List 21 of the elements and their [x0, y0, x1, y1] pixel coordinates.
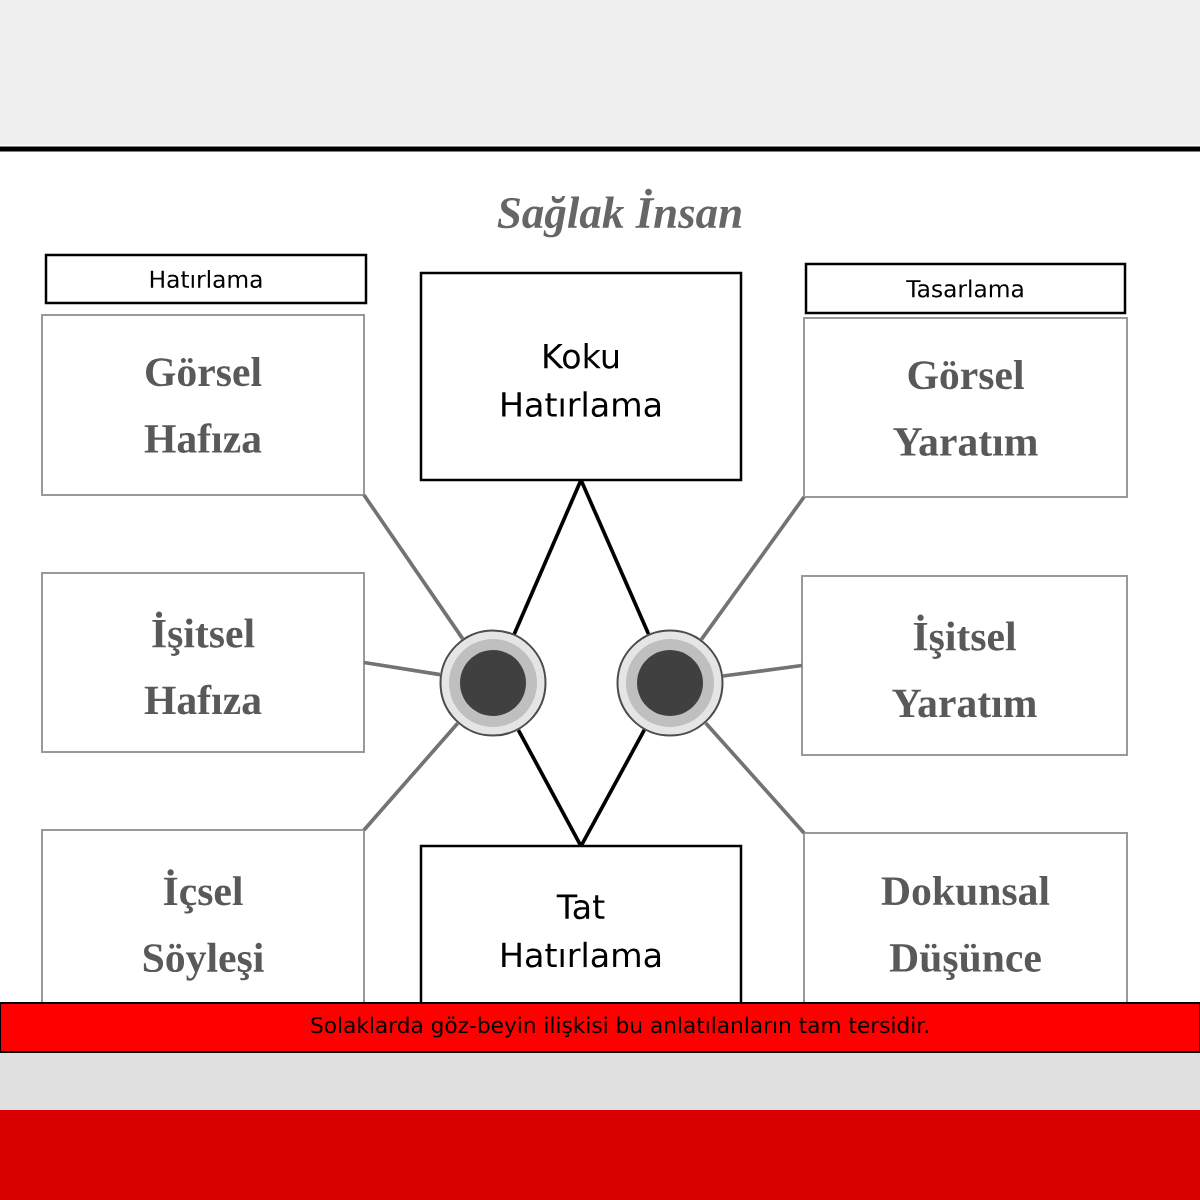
eye-circle — [439, 629, 547, 737]
connector-line — [722, 663, 803, 678]
eye-circle — [616, 629, 724, 737]
label-box: Hatırlama — [44, 253, 368, 305]
connector-line — [512, 479, 583, 635]
label-box: Tasarlama — [804, 262, 1127, 315]
caption-band: Solaklarda göz-beyin ilişkisi bu anlatılanların tam tersidir. — [0, 1002, 1200, 1053]
connector-line — [579, 729, 646, 847]
process-box: Görsel Yaratım — [803, 317, 1128, 498]
process-box: İşitsel Hafıza — [41, 572, 365, 753]
connector-line — [363, 660, 441, 677]
connector-line — [699, 495, 806, 641]
connector-line — [362, 493, 465, 640]
process-box: Koku Hatırlama — [419, 271, 743, 482]
connector-line — [579, 479, 651, 635]
process-box: Görsel Hafıza — [41, 314, 365, 496]
title: Sağlak İnsan — [497, 188, 741, 238]
connector-line — [516, 729, 583, 847]
connector-line — [362, 722, 460, 832]
process-box: İşitsel Yaratım — [801, 575, 1128, 756]
connector-line — [704, 721, 806, 835]
